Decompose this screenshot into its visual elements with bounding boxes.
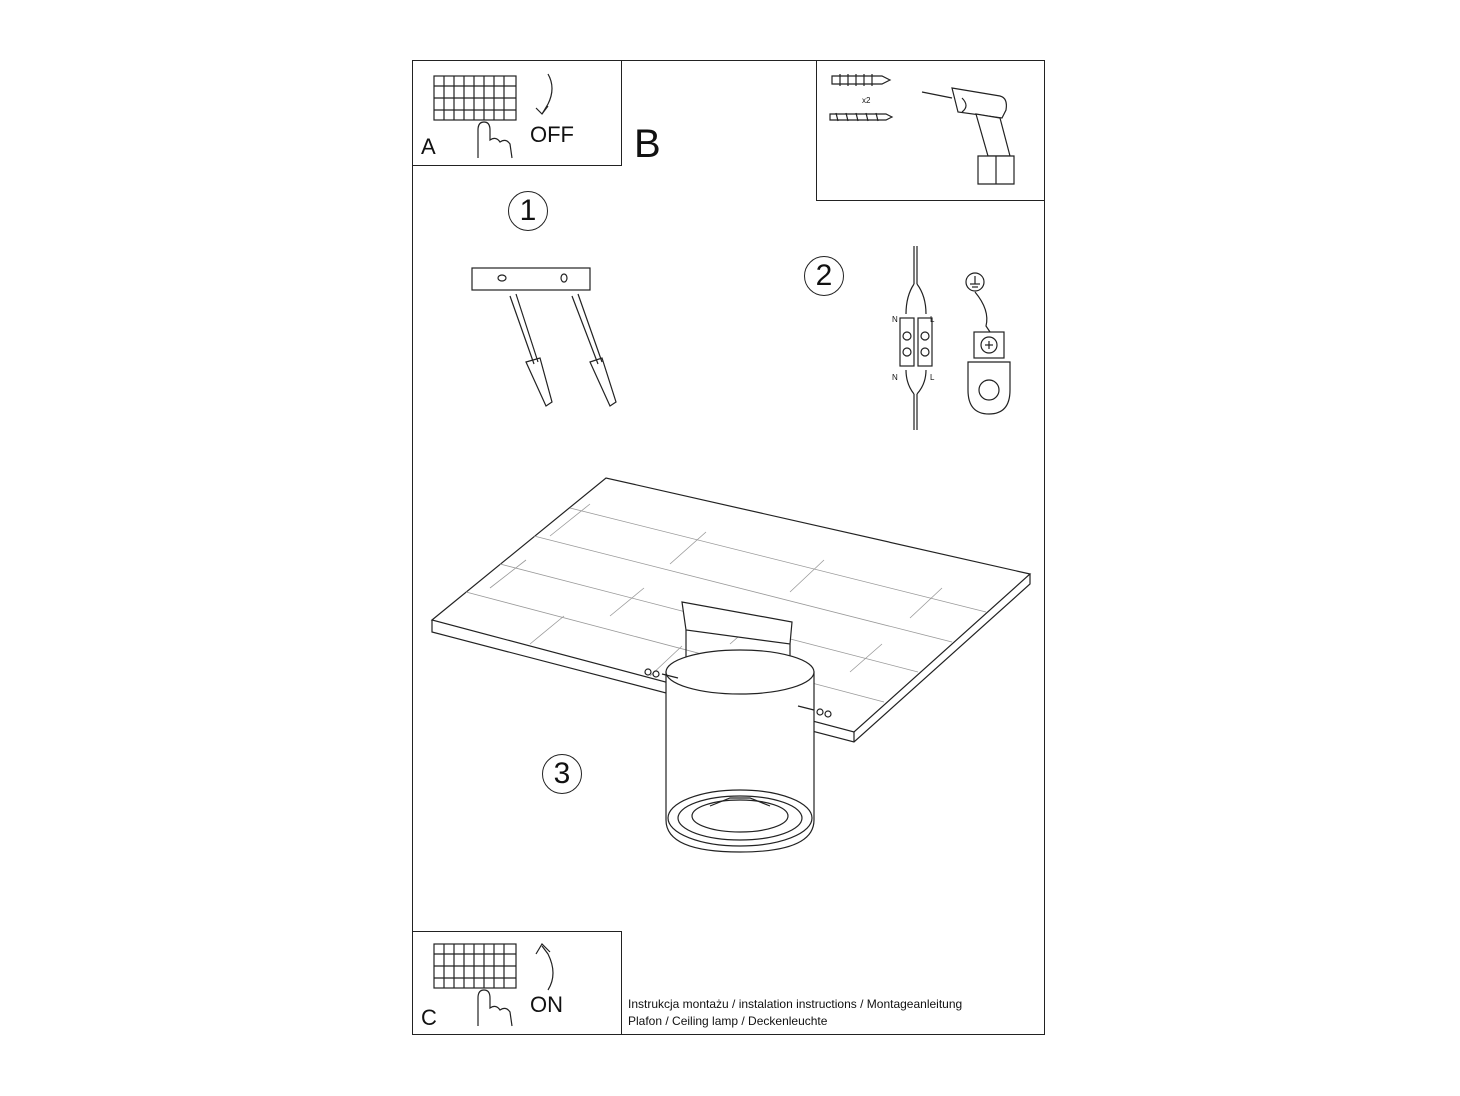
instructions-caption: Instrukcja montażu / instalation instruc… xyxy=(628,997,963,1011)
panel-a-letter: A xyxy=(421,134,436,159)
svg-text:L: L xyxy=(930,315,935,324)
svg-text:N: N xyxy=(892,315,898,324)
ceiling-panel-with-lamp xyxy=(430,477,1032,853)
step-1-number: 1 xyxy=(508,191,548,231)
instruction-sheet-frame xyxy=(412,60,1045,1035)
svg-text:N: N xyxy=(892,373,898,382)
panel-c-letter: C xyxy=(421,1005,437,1030)
quantity-label: x2 xyxy=(862,96,871,105)
terminal-block-wiring: N L N L xyxy=(892,246,935,430)
product-caption: Plafon / Ceiling lamp / Deckenleuchte xyxy=(628,1014,828,1028)
panel-b-letter: B xyxy=(634,122,661,166)
breaker-off-illustration xyxy=(433,73,553,159)
svg-text:x2: x2 xyxy=(862,96,871,105)
power-on-label: ON xyxy=(530,992,563,1017)
drill-icon xyxy=(921,87,1015,185)
wall-plug-and-screw-icon xyxy=(829,74,894,122)
mounting-bracket-with-screws xyxy=(471,267,617,407)
step-3-number: 3 xyxy=(542,754,582,794)
step-2-number: 2 xyxy=(804,256,844,296)
svg-text:L: L xyxy=(930,373,935,382)
breaker-on-illustration xyxy=(433,943,554,1027)
ground-terminal xyxy=(965,272,1011,415)
power-off-label: OFF xyxy=(530,122,574,147)
